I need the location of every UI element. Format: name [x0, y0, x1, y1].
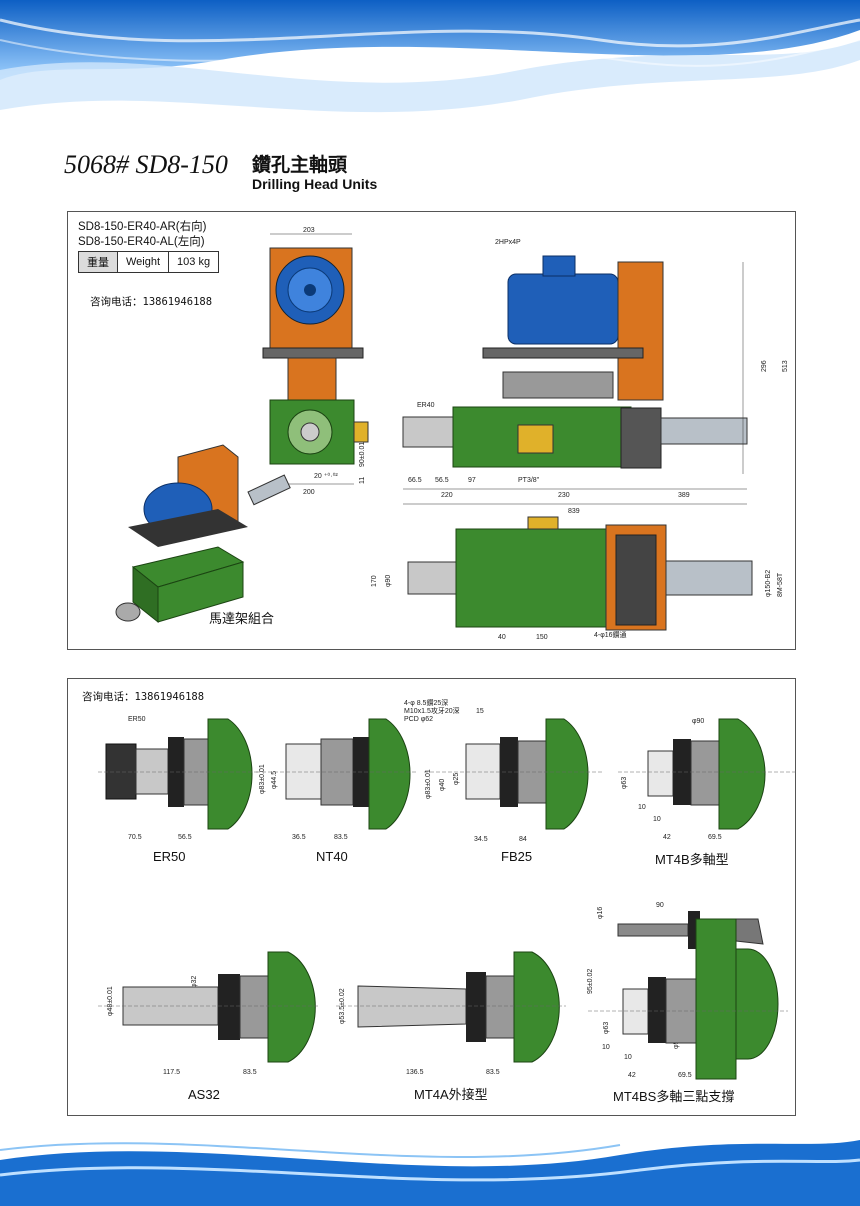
- dim-230: 230: [558, 492, 570, 499]
- mt4b-dia2: φ90: [692, 718, 704, 725]
- dim-20: 20 ⁺⁰·⁰²: [314, 472, 338, 480]
- caption-mt4bs: MT4BS多軸三點支撐: [613, 1089, 735, 1104]
- bottom-wave-decoration: [0, 1140, 860, 1206]
- fb25-note2: M10x1.5攻牙20深: [404, 706, 460, 715]
- dim-150: 150: [536, 634, 548, 641]
- dim-513: 513: [782, 360, 789, 372]
- mt4a-d2: 83.5: [486, 1069, 500, 1076]
- caption-nt40: NT40: [316, 849, 348, 864]
- caption-er50: ER50: [153, 849, 186, 864]
- nt40-dia: φ83±0.01: [259, 764, 266, 794]
- model-left: SD8-150-ER40-AL(左向): [78, 236, 205, 248]
- mt4bs-d69: 69.5: [678, 1072, 692, 1079]
- dim-170: 170: [371, 575, 378, 587]
- er50-tag: ER50: [128, 716, 146, 723]
- mt4bs-dia2: φ63: [603, 1022, 610, 1034]
- mt4a-d1: 136.5: [406, 1069, 424, 1076]
- main-drawing-panel: SD8-150-ER40-AR(右向) SD8-150-ER40-AL(左向) …: [67, 211, 796, 650]
- side-view-drawing: 2HPx4P ER40 296 513 66.5 56.5 97 PT3/8" …: [402, 239, 789, 515]
- dim-220: 220: [441, 492, 453, 499]
- mt4b-d69: 69.5: [708, 834, 722, 841]
- caption-as32: AS32: [188, 1087, 220, 1102]
- mt4bs-drawing: φ16 90 95±0.02 φ63 φ90 10 10 42 69.5: [587, 902, 788, 1080]
- caption-mt4a: MT4A外接型: [414, 1087, 488, 1102]
- caption-mt4b: MT4B多軸型: [655, 852, 729, 867]
- front-view-drawing: 203 200 20 ⁺⁰·⁰² 90±0.01 11: [262, 227, 369, 496]
- dim-296: 296: [761, 360, 768, 372]
- dim-839: 839: [568, 508, 580, 515]
- weight-table: 重量 Weight 103 kg: [78, 251, 220, 273]
- page-title-cn: 鑽孔主軸頭: [252, 155, 348, 176]
- nt40-d2: 83.5: [334, 834, 348, 841]
- as32-d2: 83.5: [243, 1069, 257, 1076]
- dim-40: 40: [498, 634, 506, 641]
- motor-label: 2HPx4P: [495, 239, 521, 246]
- spindle-options-panel: 咨询电话：13861946188 ER50 70.5 56.5 ER50 φ83…: [67, 678, 798, 1116]
- er40-label: ER40: [417, 402, 435, 409]
- top-wave-decoration: [0, 0, 860, 113]
- weight-label-en: Weight: [116, 251, 170, 273]
- mt4bs-dt: 10: [602, 1044, 610, 1051]
- fb25-t1: 15: [476, 708, 484, 715]
- top-view-drawing: 170 φ90 φ150-B2 8M-58T 40 150 4-φ16鑽通: [371, 516, 784, 641]
- motor-frame-caption: 馬達架組合: [209, 611, 275, 626]
- as32-dia2: φ32: [191, 976, 198, 988]
- fb25-note3: PCD φ62: [404, 716, 433, 723]
- hole-label: 4-φ16鑽通: [594, 630, 627, 639]
- mt4bs-d10: 10: [624, 1054, 632, 1061]
- weight-label-cn: 重量: [78, 251, 118, 273]
- fb25-d1: 34.5: [474, 836, 488, 843]
- contact-phone-2: 咨询电话：13861946188: [82, 691, 205, 703]
- mt4b-dt: 10: [638, 804, 646, 811]
- dim-11: 11: [359, 477, 366, 484]
- mt4a-drawing: φ53.5±0.02 136.5 83.5: [336, 951, 566, 1076]
- mt4b-d10: 10: [653, 816, 661, 823]
- mt4bs-d42: 42: [628, 1072, 636, 1079]
- fb25-dia3: φ25: [453, 773, 460, 785]
- dim-66: 66.5: [408, 477, 422, 484]
- series-number: 5068# SD8-150: [64, 150, 228, 179]
- contact-phone: 咨询电话：13861946188: [90, 296, 213, 308]
- caption-fb25: FB25: [501, 849, 533, 864]
- dim-8m: 8M-58T: [777, 572, 784, 597]
- model-right: SD8-150-ER40-AR(右向): [78, 221, 207, 233]
- as32-drawing: φ48±0.01 φ32 117.5 83.5: [98, 951, 318, 1076]
- fb25-drawing: 4-φ 8.5鑽25深 M10x1.5攻牙20深 PCD φ62 15 φ83±…: [404, 698, 604, 843]
- mt4b-d42: 42: [663, 834, 671, 841]
- page-title-en: Drilling Head Units: [252, 176, 378, 192]
- fb25-dia2: φ40: [439, 779, 446, 791]
- dim-phi150: φ150-B2: [765, 570, 772, 597]
- nt40-d1: 36.5: [292, 834, 306, 841]
- er50-drawing: ER50 70.5 56.5: [98, 716, 258, 841]
- dim-389: 389: [678, 492, 690, 499]
- as32-d1: 117.5: [163, 1069, 180, 1076]
- dim-97: 97: [468, 477, 476, 484]
- mt4bs-dia: φ16: [597, 907, 604, 919]
- er50-d1: 70.5: [128, 834, 142, 841]
- weight-value: 103 kg: [168, 251, 220, 273]
- pt-label: PT3/8": [518, 477, 540, 484]
- as32-dia: φ48±0.01: [107, 986, 114, 1016]
- dim-200: 200: [303, 489, 315, 496]
- nt40-dia2: φ44.5: [271, 771, 278, 789]
- nt40-drawing: φ83±0.01 φ44.5 36.5 83.5: [256, 718, 416, 841]
- mt4bs-d95: 95±0.02: [587, 969, 594, 994]
- dim-phi90: φ90: [385, 575, 392, 587]
- fb25-dia: φ83±0.01: [425, 769, 432, 799]
- dim-203: 203: [303, 227, 315, 234]
- fb25-d2: 84: [519, 836, 527, 843]
- dim-56: 56.5: [435, 477, 449, 484]
- mt4bs-d90: 90: [656, 902, 664, 909]
- mt4b-dia: φ63: [621, 777, 628, 789]
- er50-d2: 56.5: [178, 834, 192, 841]
- isometric-view-drawing: [115, 444, 291, 624]
- dim-90: 90±0.01: [359, 442, 366, 467]
- fb25-note1: 4-φ 8.5鑽25深: [404, 698, 448, 707]
- mt4b-drawing: φ63 φ90 10 10 42 69.5: [618, 718, 798, 841]
